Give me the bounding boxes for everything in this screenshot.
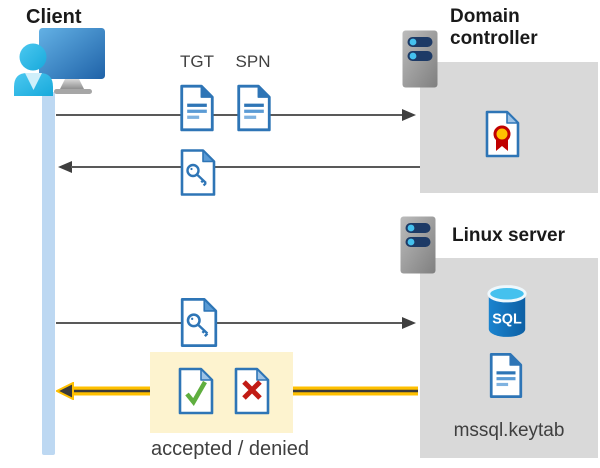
linux-server-label: Linux server (452, 225, 565, 246)
client-lifeline (42, 92, 55, 455)
key-ticket-icon (180, 149, 216, 196)
arrow-response-from-dc (58, 161, 420, 173)
result-label: accepted / denied (151, 438, 309, 460)
tgt-document-icon (180, 84, 214, 132)
denied-document-icon (234, 367, 270, 415)
client-label: Client (26, 6, 82, 28)
spn-label: SPN (235, 52, 271, 71)
certificate-icon (485, 110, 520, 158)
key-ticket-icon (180, 298, 218, 347)
keytab-file-icon (489, 353, 523, 398)
person-at-computer-icon (14, 28, 105, 96)
keytab-filename: mssql.keytab (453, 420, 565, 441)
sql-badge-text: SQL (492, 312, 522, 328)
tgt-label: TGT (180, 52, 214, 71)
domain-controller-label: Domain controller (450, 6, 538, 49)
sql-database-icon: SQL (487, 285, 527, 337)
accepted-document-icon (178, 367, 214, 415)
linux-server-icon (400, 216, 436, 274)
domain-controller-server-icon (402, 30, 438, 88)
arrow-request-to-linux (56, 317, 416, 329)
spn-document-icon (237, 84, 271, 132)
arrow-request-to-dc (56, 109, 416, 121)
